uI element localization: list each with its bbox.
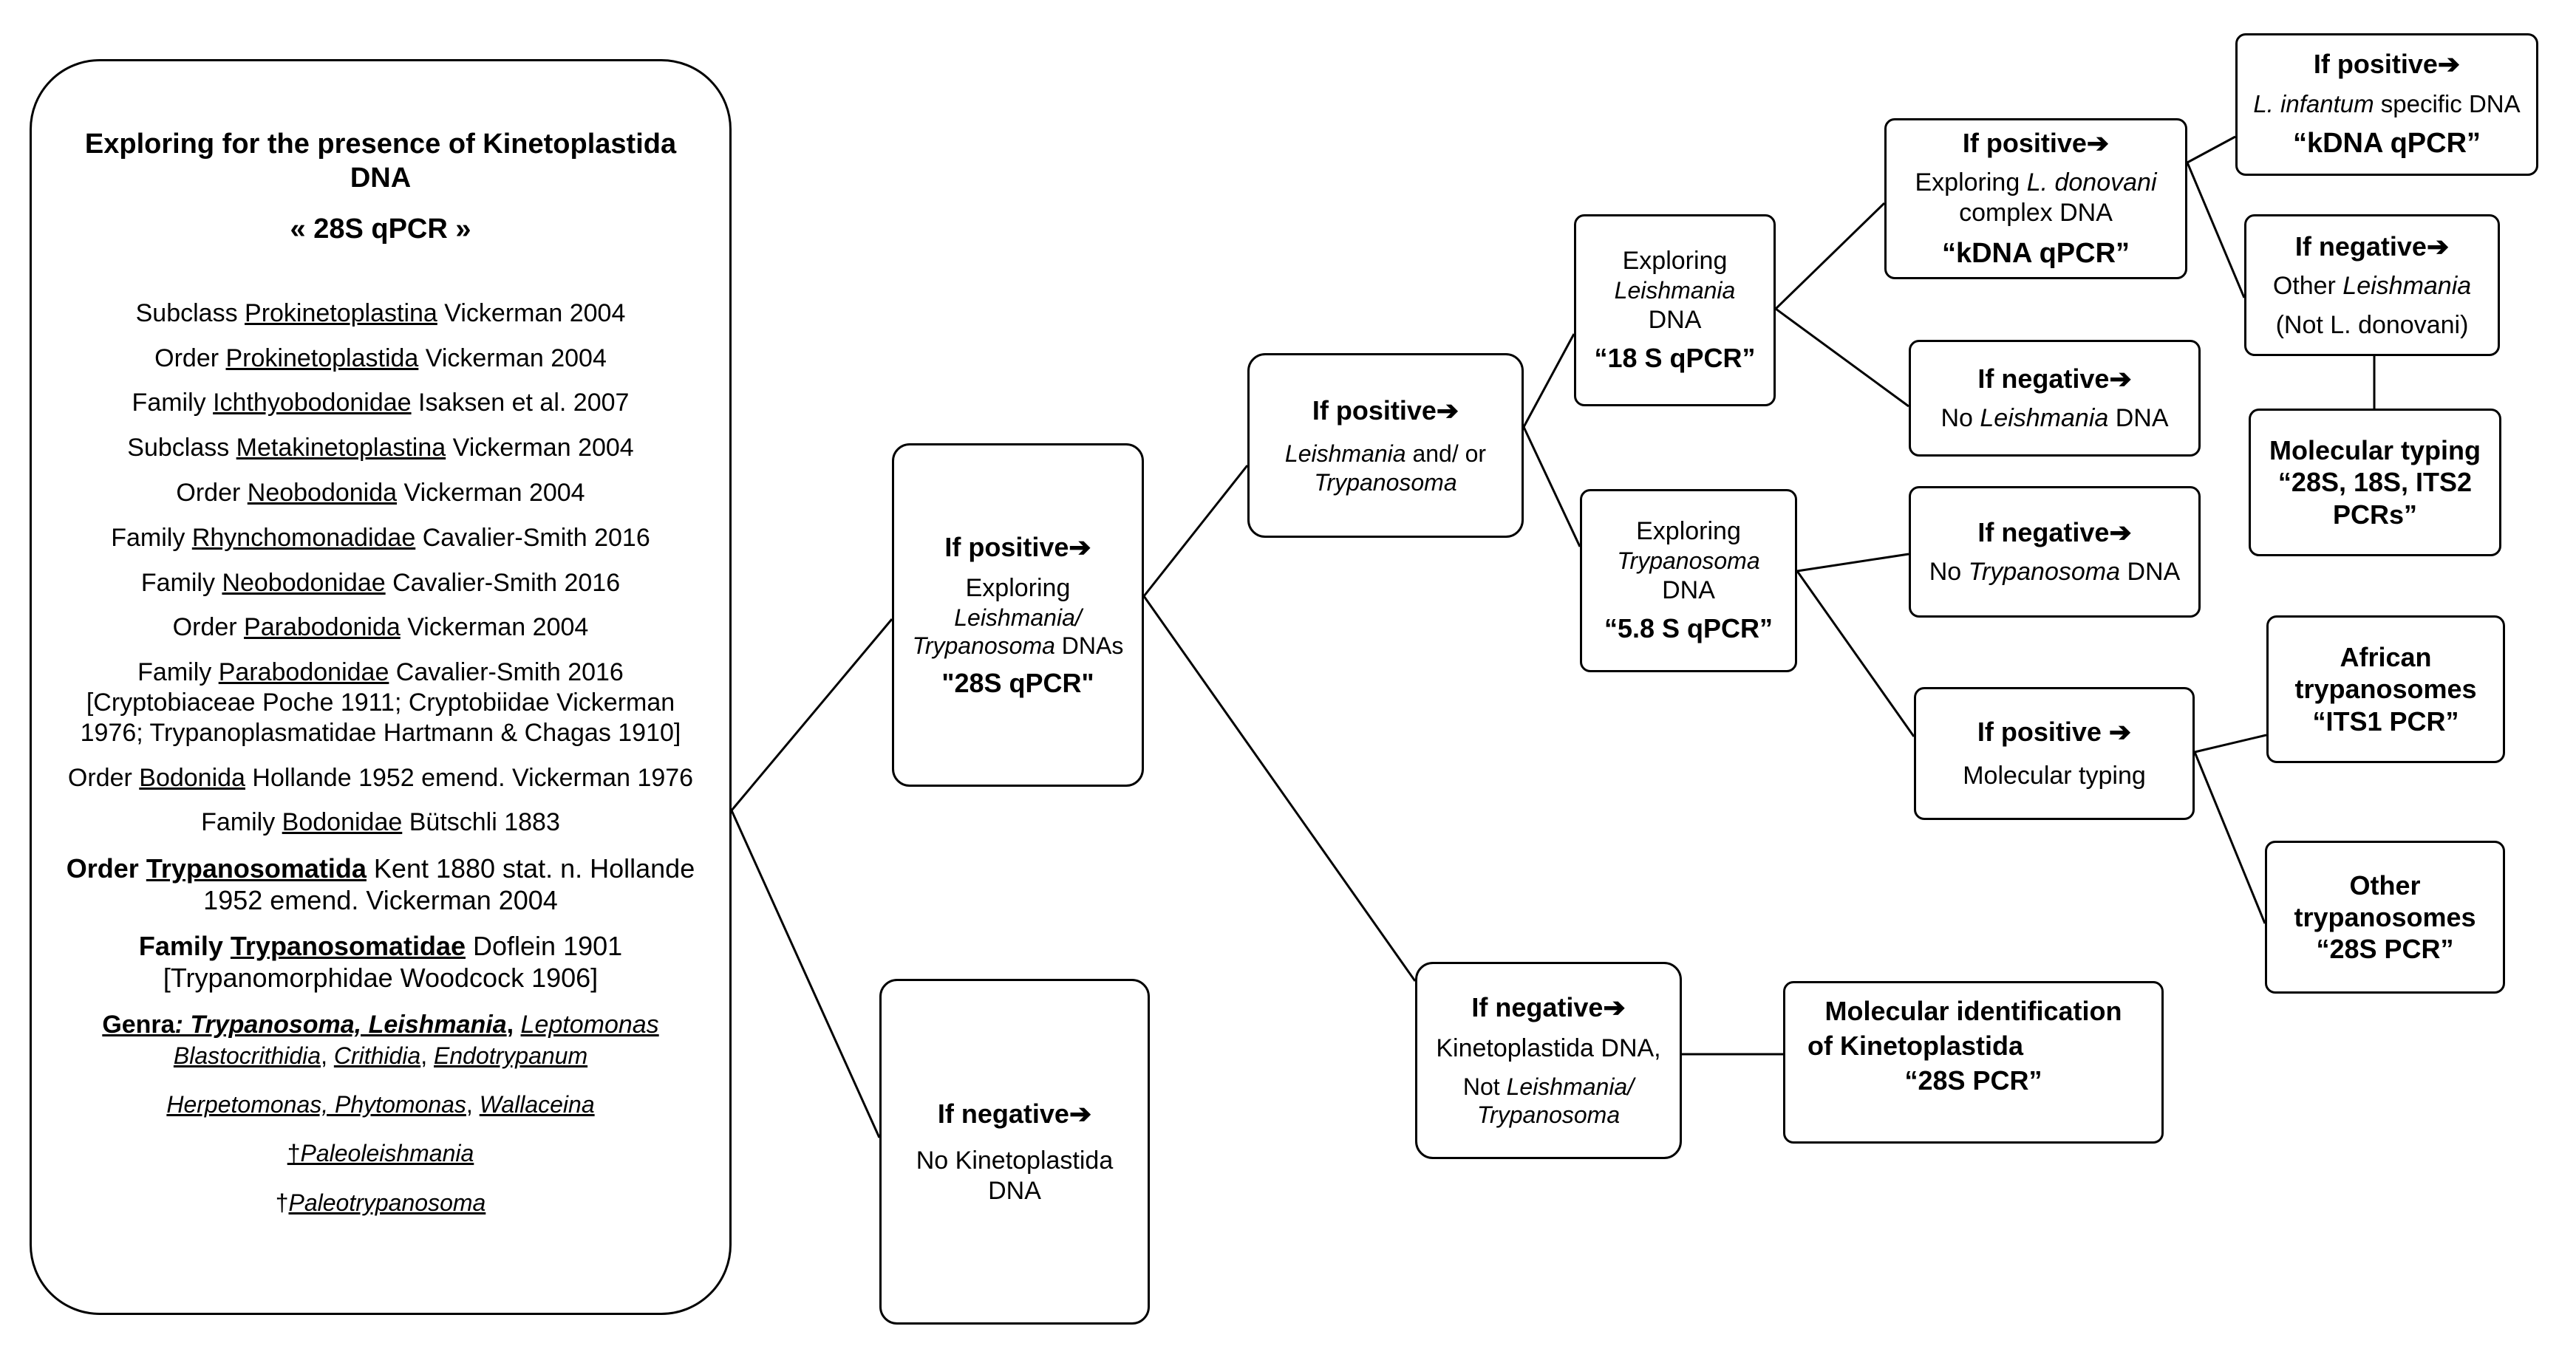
edge-ldon-loth — [2186, 162, 2246, 298]
node-african-trypanosomes: African trypanosomes “ITS1 PCR” — [2266, 615, 2505, 763]
root-box: Exploring for the presence of Kinetoplas… — [30, 59, 732, 1315]
node-no-trypanosoma: If negative➔ No Trypanosoma DNA — [1909, 486, 2201, 618]
family-trypanosomatidae: Family Trypanosomatidae Doflein 1901 [Tr… — [138, 930, 623, 993]
genera-line2: Blastocrithidia, Crithidia, Endotrypanum — [173, 1042, 588, 1069]
taxonomy-row: Family Neobodonidae Cavalier-Smith 2016 — [140, 568, 621, 597]
taxonomy-row: Family Bodonidae Bütschli 1883 — [201, 808, 560, 837]
taxonomy-row: Family Ichthyobodonidae Isaksen et al. 2… — [132, 389, 630, 417]
edge-root-28pos — [730, 618, 893, 811]
root-title: Exploring for the presence of Kinetoplas… — [84, 129, 677, 194]
edge-28pos-LT — [1142, 465, 1249, 597]
root-method: « 28S qPCR » — [290, 213, 471, 245]
order-trypanosomatida: Order Trypanosomatida Kent 1880 stat. n.… — [66, 853, 695, 916]
node-no-leishmania: If negative➔ No Leishmania DNA — [1909, 340, 2201, 457]
edge-tryp-tneg — [1796, 553, 1909, 573]
node-exploring-leishmania: Exploring Leishmania DNA “18 S qPCR” — [1574, 214, 1776, 406]
taxonomy-row: Subclass Prokinetoplastina Vickerman 200… — [135, 298, 626, 327]
node-l-donovani-complex: If positive➔ Exploring L. donovani compl… — [1884, 118, 2187, 279]
taxonomy-row: Subclass Metakinetoplastina Vickerman 20… — [127, 434, 634, 462]
taxonomy-row: Order Prokinetoplastida Vickerman 2004 — [154, 344, 607, 372]
node-trypanosoma-typing: If positive ➔ Molecular typing — [1914, 687, 2195, 820]
taxonomy-list: Subclass Prokinetoplastina Vickerman 200… — [64, 298, 697, 853]
node-molecular-id-kineto: Molecular identification of Kinetoplasti… — [1783, 981, 2164, 1144]
taxonomy-row: Order Bodonida Hollande 1952 emend. Vick… — [67, 763, 694, 792]
edge-28pos-Kneg — [1142, 595, 1417, 982]
node-28s-negative: If negative➔ No Kinetoplastida DNA — [879, 979, 1150, 1325]
node-other-trypanosomes: Other trypanosomes “28S PCR” — [2265, 841, 2505, 994]
edge-ldon-linf — [2187, 135, 2236, 164]
genera-line3: Herpetomonas, Phytomonas, Wallaceina — [166, 1091, 595, 1118]
edge-LT-leish — [1522, 333, 1575, 428]
node-other-leishmania: If negative➔ Other Leishmania (Not L. do… — [2244, 214, 2500, 356]
edge-leish-lneg — [1775, 307, 1909, 408]
taxonomy-row: Order Parabodonida Vickerman 2004 — [172, 613, 589, 642]
node-molecular-typing-leish: Molecular typing “28S, 18S, ITS2 PCRs” — [2249, 409, 2501, 556]
edge-root-28neg — [730, 810, 881, 1138]
edge-LT-tryp — [1522, 426, 1581, 547]
edge-leish-ldon — [1774, 202, 1886, 310]
taxonomy-row: Family Rhynchomonadidae Cavalier-Smith 2… — [111, 523, 650, 552]
edge-tryp-tpos — [1796, 570, 1915, 737]
node-leish-tryp-positive: If positive➔ Leishmania and/ or Trypanos… — [1247, 353, 1524, 538]
node-28s-positive: If positive➔ Exploring Leishmania/ Trypa… — [892, 443, 1144, 787]
node-l-infantum: If positive➔ L. infantum specific DNA “k… — [2235, 33, 2538, 176]
edge-tpos-oth — [2193, 751, 2266, 924]
node-kineto-not-lt: If negative➔ Kinetoplastida DNA, Not Lei… — [1415, 962, 1682, 1159]
paleoleishmania: †Paleoleishmania — [287, 1140, 474, 1167]
edge-tpos-afr — [2194, 734, 2267, 754]
taxonomy-row: Family Parabodonidae Cavalier-Smith 2016… — [80, 658, 681, 747]
taxonomy-row: Order Neobodonida Vickerman 2004 — [176, 478, 585, 507]
node-exploring-trypanosoma: Exploring Trypanosoma DNA “5.8 S qPCR” — [1580, 489, 1797, 672]
genera-line1: Genra: Trypanosoma, Leishmania, Leptomon… — [102, 1010, 659, 1039]
paleotrypanosoma: †Paleotrypanosoma — [275, 1189, 486, 1216]
